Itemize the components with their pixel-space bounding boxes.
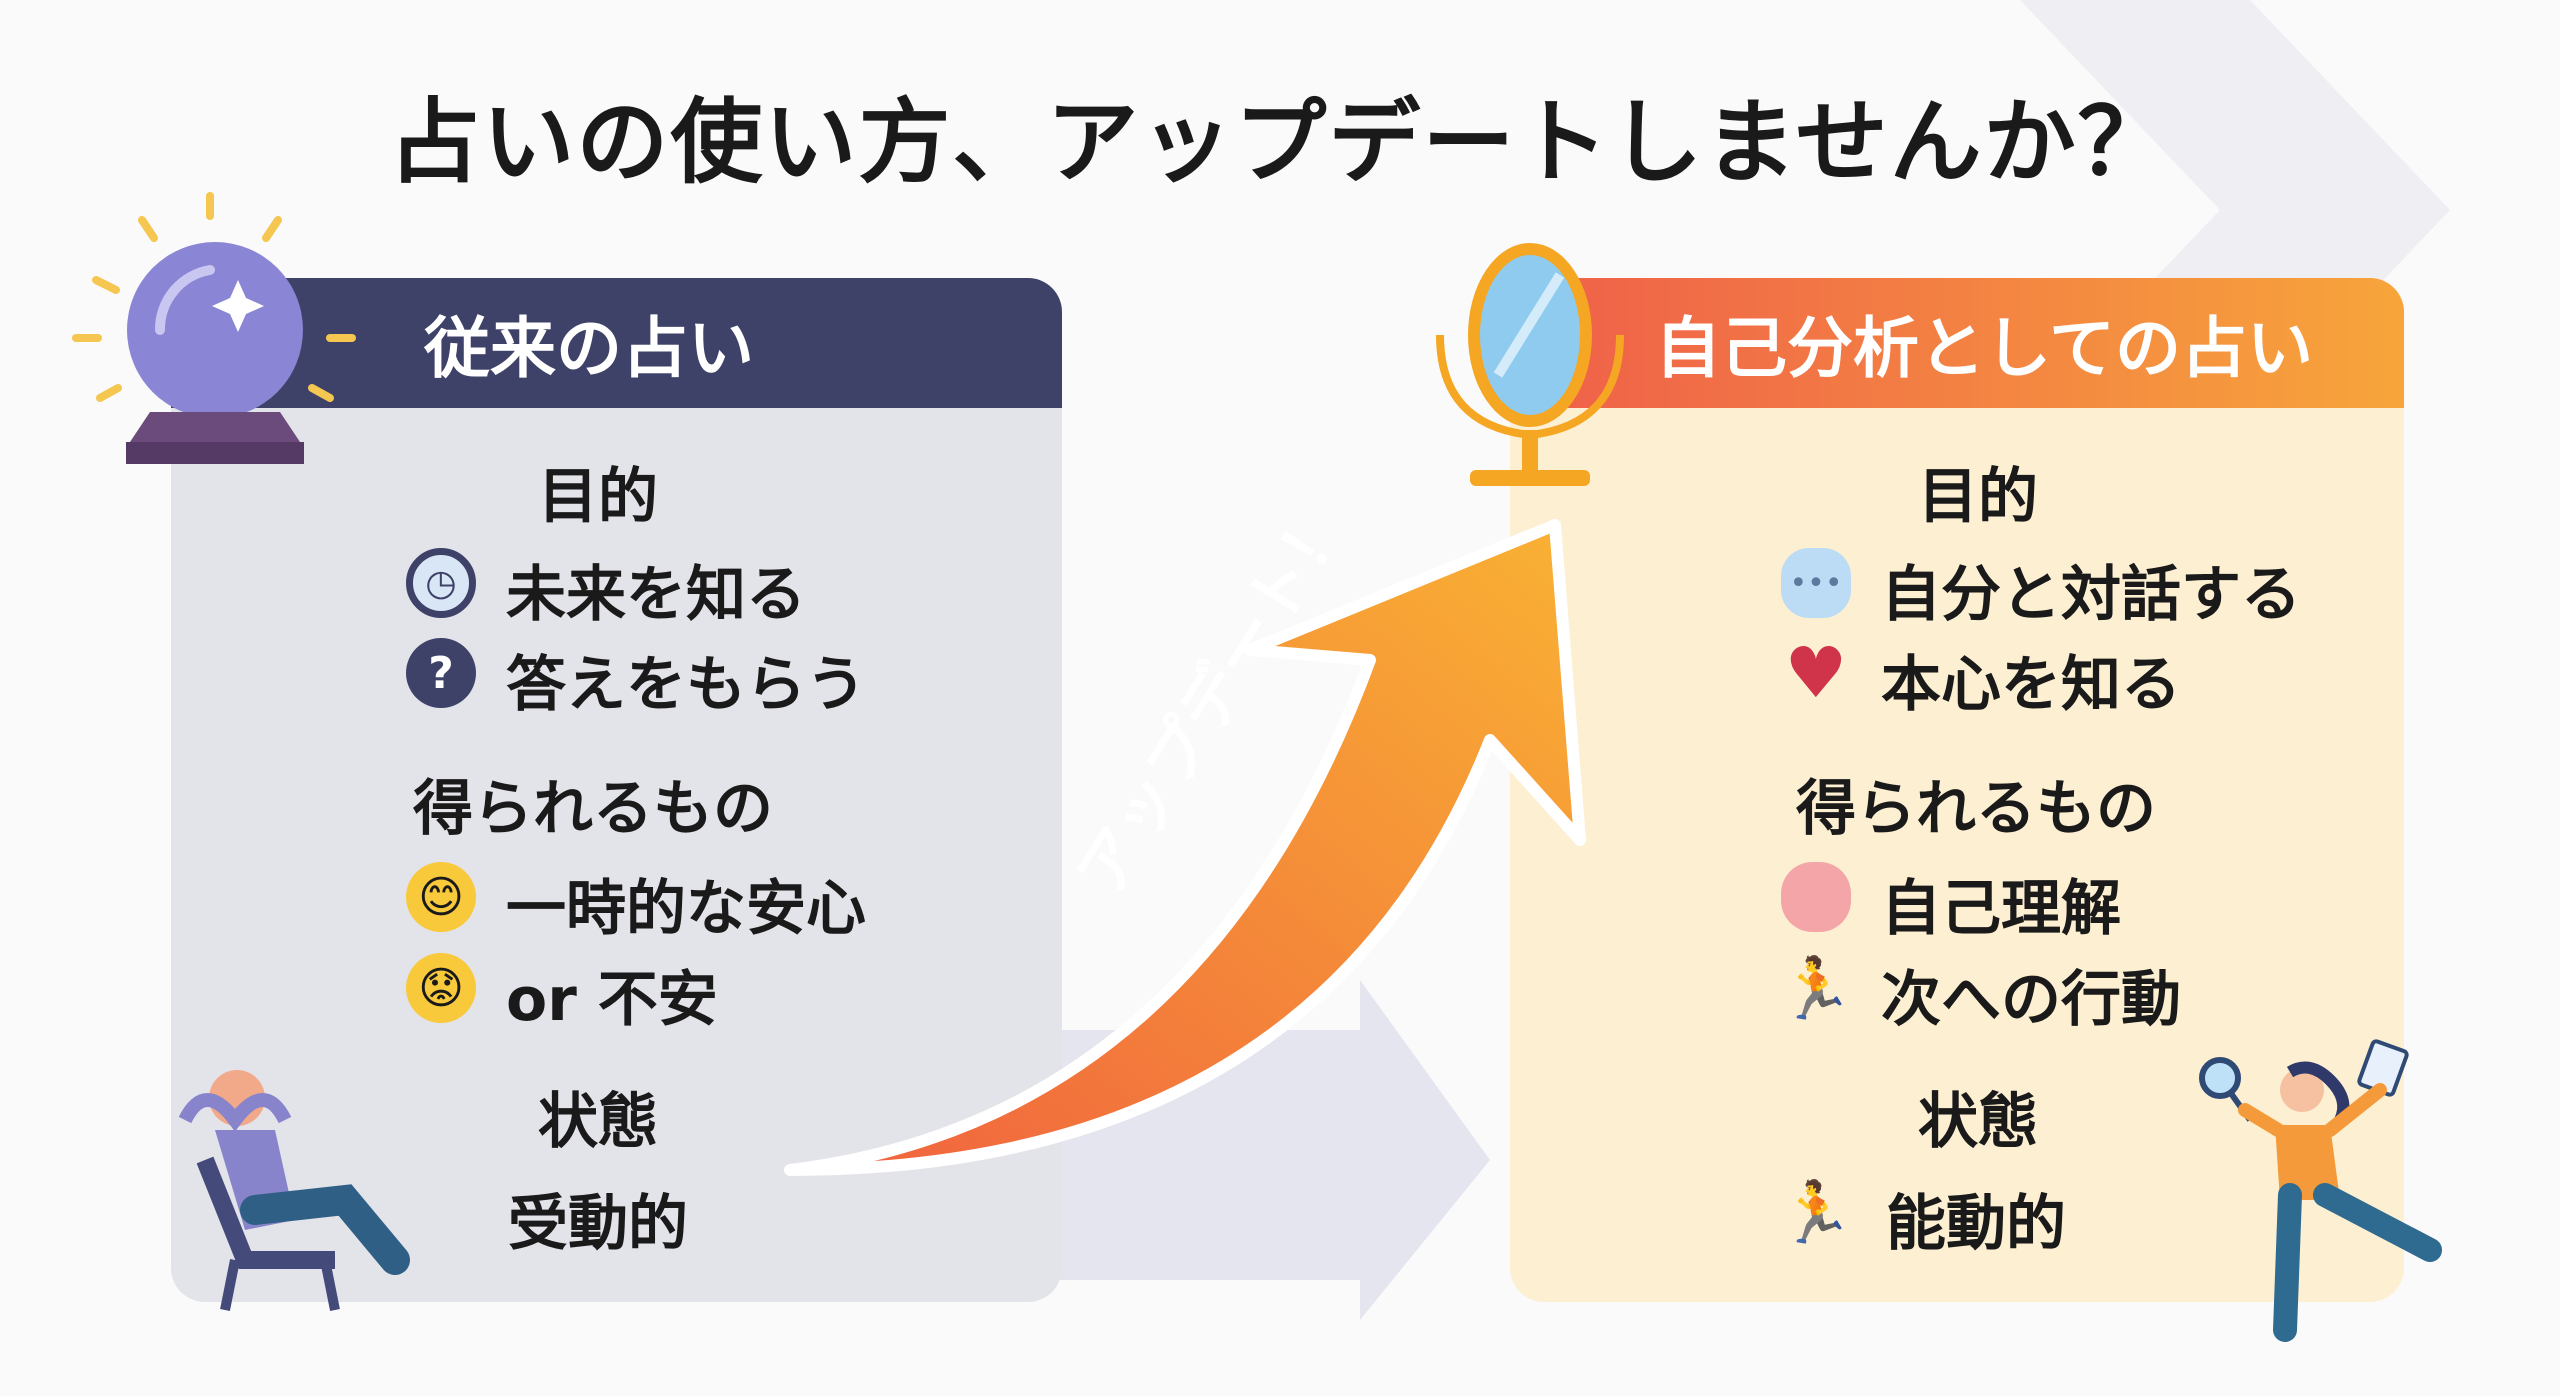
brain-icon bbox=[1781, 862, 1851, 932]
right-state-label: 状態 bbox=[1918, 1087, 2038, 1157]
relaxing-person-icon bbox=[178, 1070, 410, 1311]
left-gains-label: 得られるもの bbox=[413, 774, 773, 844]
left-state-label: 状態 bbox=[538, 1087, 658, 1157]
page-title: 占いの使い方、アップデートしませんか？ bbox=[388, 89, 2172, 196]
running-person-icon: 🏃 bbox=[1778, 953, 1854, 1024]
right-purpose-item: 本心を知る bbox=[1881, 650, 2181, 720]
left-purpose-label: 目的 bbox=[538, 462, 658, 532]
smile-emoji-icon: 😊 bbox=[406, 862, 476, 932]
mirror-icon bbox=[1436, 243, 1624, 486]
self-analysis-card-header: 自己分析としての占い bbox=[1510, 278, 2404, 408]
right-purpose-label: 目的 bbox=[1918, 462, 2038, 532]
heart-icon: ♥ bbox=[1784, 632, 1848, 714]
clock-icon: ◷ bbox=[406, 548, 476, 618]
explorer-woman-icon bbox=[2199, 1039, 2442, 1342]
left-purpose-item: 答えをもらう bbox=[506, 650, 866, 720]
right-gains-item: 次への行動 bbox=[1881, 965, 2181, 1035]
right-purpose-item: 自分と対話する bbox=[1881, 560, 2301, 630]
traditional-card-header: 従来の占い bbox=[171, 278, 1062, 408]
crystal-ball-icon bbox=[72, 192, 356, 464]
right-state-value: 能動的 bbox=[1886, 1189, 2066, 1259]
question-icon: ? bbox=[406, 638, 476, 708]
right-gains-item: 自己理解 bbox=[1881, 874, 2121, 944]
speech-bubble-icon: ••• bbox=[1781, 548, 1851, 618]
left-purpose-item: 未来を知る bbox=[506, 560, 806, 630]
running-person-icon: 🏃 bbox=[1778, 1177, 1854, 1248]
worried-emoji-icon: 😟 bbox=[406, 953, 476, 1023]
left-gains-item: 一時的な安心 bbox=[506, 874, 866, 944]
right-gains-label: 得られるもの bbox=[1796, 774, 2156, 844]
self-analysis-card: 自己分析としての占い bbox=[1510, 278, 2404, 1302]
left-gains-item: or 不安 bbox=[506, 965, 718, 1035]
traditional-card: 従来の占い bbox=[171, 278, 1062, 1302]
left-state-value: 受動的 bbox=[508, 1189, 688, 1259]
